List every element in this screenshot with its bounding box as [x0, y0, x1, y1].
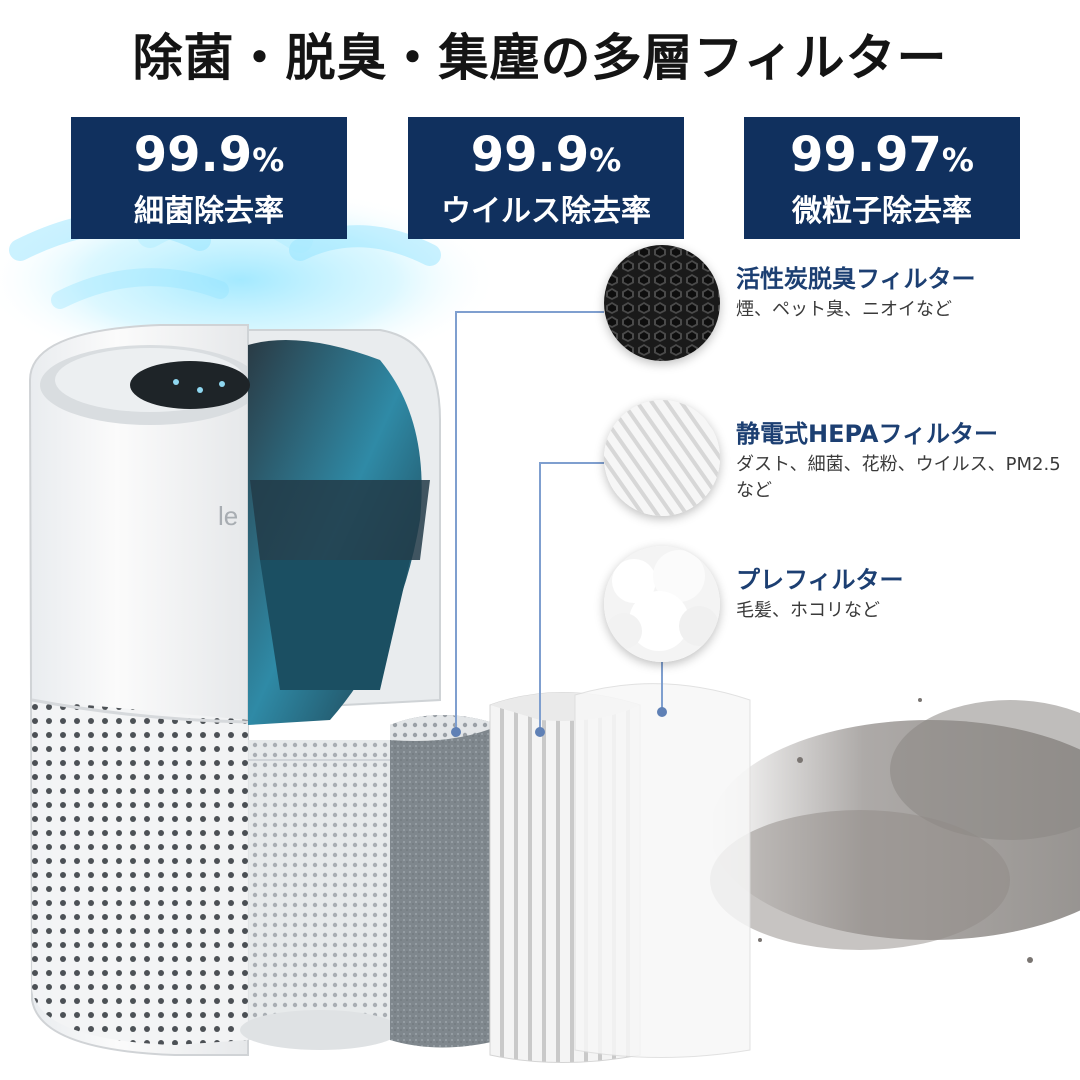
stat-value: 99.97%	[790, 127, 974, 183]
purifier-interior	[130, 329, 441, 1050]
filter-name: プレフィルター	[736, 566, 904, 594]
leader-lines	[455, 311, 663, 732]
pre-filter-cylinder	[574, 683, 751, 1058]
filter-carbon: 活性炭脱臭フィルター 煙、ペット臭、ニオイなど	[604, 245, 1074, 365]
carbon-filter-cylinder	[390, 715, 500, 1048]
filter-desc: 煙、ペット臭、ニオイなど	[736, 299, 952, 320]
purifier-body: le	[28, 324, 260, 1056]
stat-label: ウイルス除去率	[441, 194, 651, 229]
filter-name: 静電式HEPAフィルター	[736, 420, 998, 448]
stat-value: 99.9%	[470, 127, 622, 183]
stat-label: 微粒子除去率	[792, 194, 972, 229]
filter-desc: ダスト、細菌、花粉、ウイルス、PM2.5など	[736, 454, 1061, 501]
stat-value: 99.9%	[133, 127, 285, 183]
stat-label: 細菌除去率	[134, 194, 284, 229]
stat-virus: 99.9% ウイルス除去率	[408, 117, 684, 239]
filter-prefilter: プレフィルター 毛髪、ホコリなど	[604, 546, 1074, 666]
smoke-cloud	[710, 698, 1080, 963]
stat-particles: 99.97% 微粒子除去率	[744, 117, 1020, 239]
pleated-hepa-icon	[604, 400, 720, 516]
filter-desc: 毛髪、ホコリなど	[736, 600, 880, 621]
leader-dots	[451, 707, 667, 737]
honeycomb-carbon-icon	[604, 245, 720, 361]
fluffy-prefilter-icon	[604, 546, 720, 662]
page-title: 除菌・脱臭・集塵の多層フィルター	[132, 29, 948, 87]
svg-text:le: le	[218, 501, 238, 531]
filter-hepa: 静電式HEPAフィルター ダスト、細菌、花粉、ウイルス、PM2.5など	[604, 400, 1074, 520]
stat-bacteria: 99.9% 細菌除去率	[71, 117, 347, 239]
filter-name: 活性炭脱臭フィルター	[736, 265, 976, 293]
